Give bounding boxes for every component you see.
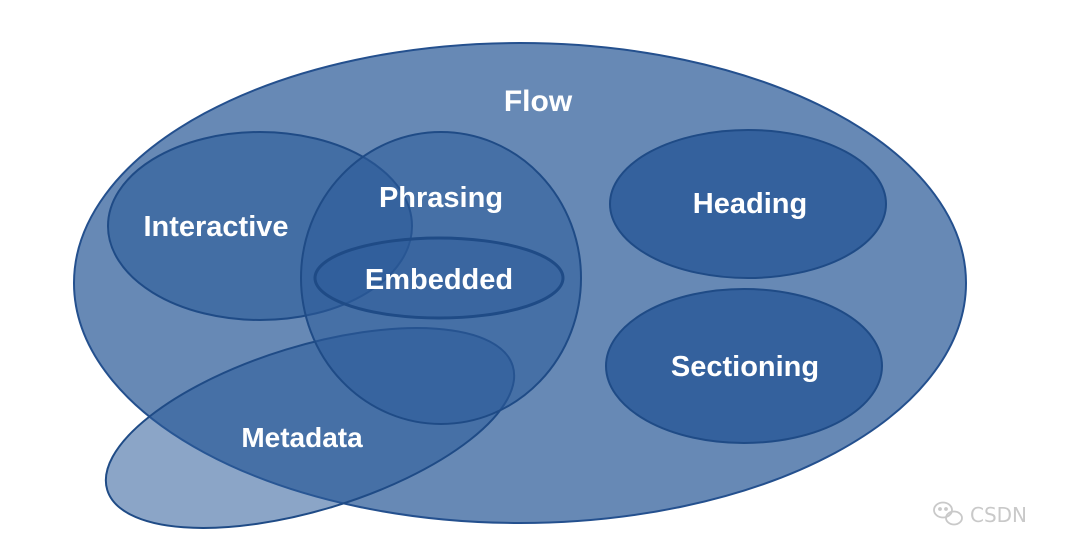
watermark: CSDN	[933, 501, 1027, 527]
watermark-text: CSDN	[970, 503, 1027, 527]
heading-label: Heading	[693, 188, 807, 220]
interactive-label: Interactive	[143, 211, 288, 243]
embedded-ellipse	[313, 236, 565, 320]
sectioning-ellipse	[605, 288, 883, 444]
flow-label: Flow	[504, 85, 573, 118]
metadata-label: Metadata	[241, 422, 363, 453]
wechat-icon	[933, 501, 963, 526]
phrasing-label: Phrasing	[379, 182, 503, 214]
sectioning-label: Sectioning	[671, 351, 819, 383]
heading-ellipse	[609, 129, 887, 279]
embedded-label: Embedded	[365, 264, 513, 296]
phrasing-circle	[300, 131, 582, 425]
